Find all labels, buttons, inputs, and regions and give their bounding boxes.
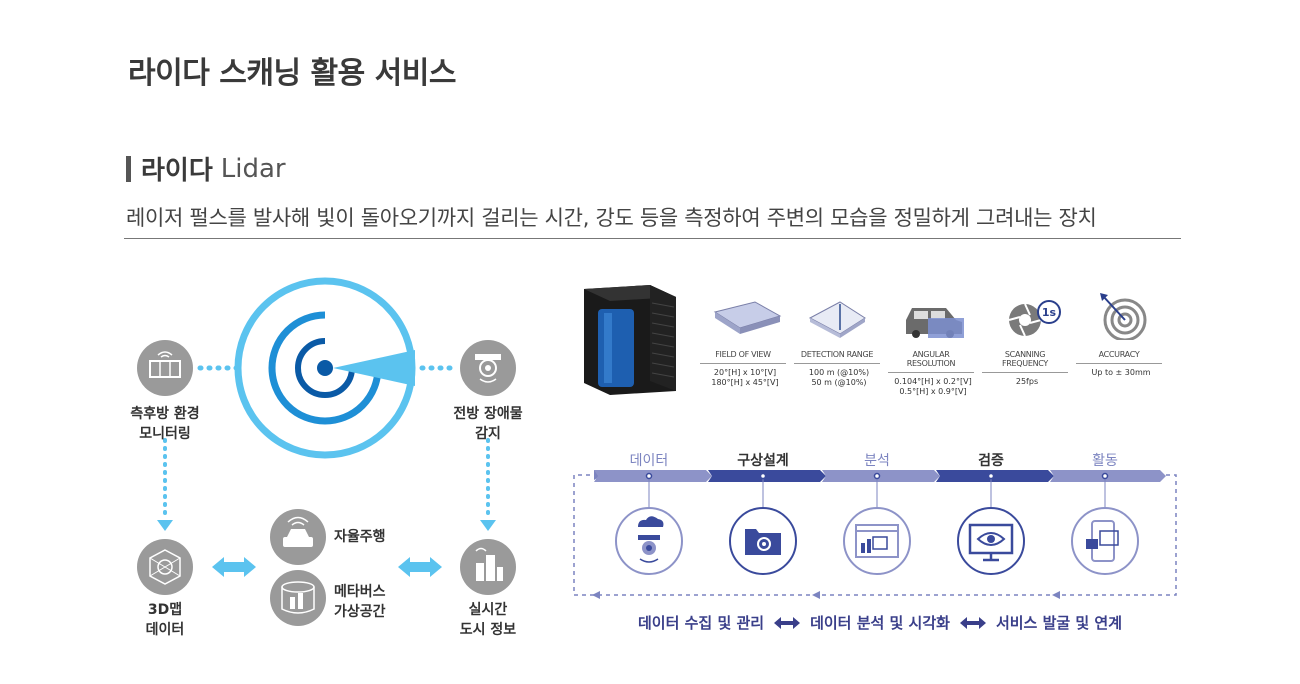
- section-bar: [126, 155, 131, 182]
- section-description: 레이저 펄스를 발사해 빛이 돌아오기까지 걸리는 시간, 강도 등을 측정하여…: [126, 206, 1097, 230]
- shutter-icon: 1s: [1008, 300, 1061, 337]
- city-icon: [460, 539, 516, 595]
- car-icon: [906, 308, 964, 338]
- section-title-en: Lidar: [220, 153, 286, 184]
- flow-step-collect: 데이터 수집 및 관리: [638, 614, 765, 632]
- folder-gear-icon: [729, 507, 797, 575]
- divider: [124, 238, 1181, 239]
- monitor-icon: [137, 340, 193, 396]
- process-flow: [573, 470, 1177, 599]
- spec-accuracy: ACCURACY Up to ± 30mm: [1076, 350, 1166, 397]
- stage-label-activity: 활동: [1092, 453, 1118, 469]
- label-rear-monitoring: 측후방 환경 모니터링: [130, 406, 200, 442]
- spec-field-of-view: FIELD OF VIEW 20°[H] x 10°[V] 180°[H] x …: [700, 350, 790, 397]
- double-arrow-icon: [959, 616, 986, 629]
- stage-label-analysis: 분석: [864, 453, 890, 469]
- double-arrow-icon: [774, 616, 801, 629]
- lidar-usage-diagram: [137, 277, 516, 626]
- security-camera-icon: [460, 340, 516, 396]
- stage-label-verification: 검증: [978, 453, 1004, 469]
- spec-icons: 1s: [713, 293, 1147, 340]
- spec-table: FIELD OF VIEW 20°[H] x 10°[V] 180°[H] x …: [700, 350, 1166, 397]
- flow-step-service: 서비스 발굴 및 연계: [995, 614, 1123, 632]
- double-arrow-left: [212, 557, 256, 577]
- lidar-device-image: [584, 285, 676, 395]
- detection-range-icon: [808, 301, 866, 338]
- spec-detection-range: DETECTION RANGE 100 m (@10%) 50 m (@10%): [794, 350, 884, 397]
- field-of-view-icon: [713, 301, 782, 334]
- stage-label-design: 구상설계: [737, 453, 789, 469]
- flow-step-analyze: 데이터 분석 및 시각화: [810, 614, 950, 632]
- 3d-map-icon: [137, 539, 193, 595]
- metaverse-icon: [270, 570, 326, 626]
- bottom-flow: 데이터 수집 및 관리 데이터 분석 및 시각화 서비스 발굴 및 연계: [638, 612, 1122, 633]
- page-title: 라이다 스캐닝 활용 서비스: [128, 56, 456, 91]
- spec-angular-resolution: ANGULAR RESOLUTION 0.104°[H] x 0.2°[V] 0…: [888, 350, 978, 397]
- analytics-window-icon: [843, 507, 911, 575]
- target-icon: [1100, 293, 1147, 340]
- mobile-app-icon: [1071, 507, 1139, 575]
- autonomous-car-icon: [270, 509, 326, 565]
- spec-scanning-frequency: SCANNING FREQUENCY 25fps: [982, 350, 1072, 397]
- label-metaverse: 메타버스 가상공간: [334, 584, 386, 620]
- section-title: 라이다 Lidar: [126, 150, 286, 187]
- cloud-camera-icon: [615, 507, 683, 575]
- double-arrow-right: [398, 557, 442, 577]
- label-3d-map: 3D맵 데이터: [145, 602, 185, 638]
- label-autonomous: 자율주행: [334, 529, 386, 545]
- label-front-detection: 전방 장애물 감지: [453, 406, 523, 442]
- radar-icon: [234, 277, 416, 459]
- stage-label-data: 데이터: [629, 453, 669, 469]
- section-title-ko: 라이다: [141, 156, 213, 186]
- frequency-badge: 1s: [1042, 306, 1057, 319]
- label-realtime-city: 실시간 도시 정보: [459, 602, 517, 638]
- eye-monitor-icon: [957, 507, 1025, 575]
